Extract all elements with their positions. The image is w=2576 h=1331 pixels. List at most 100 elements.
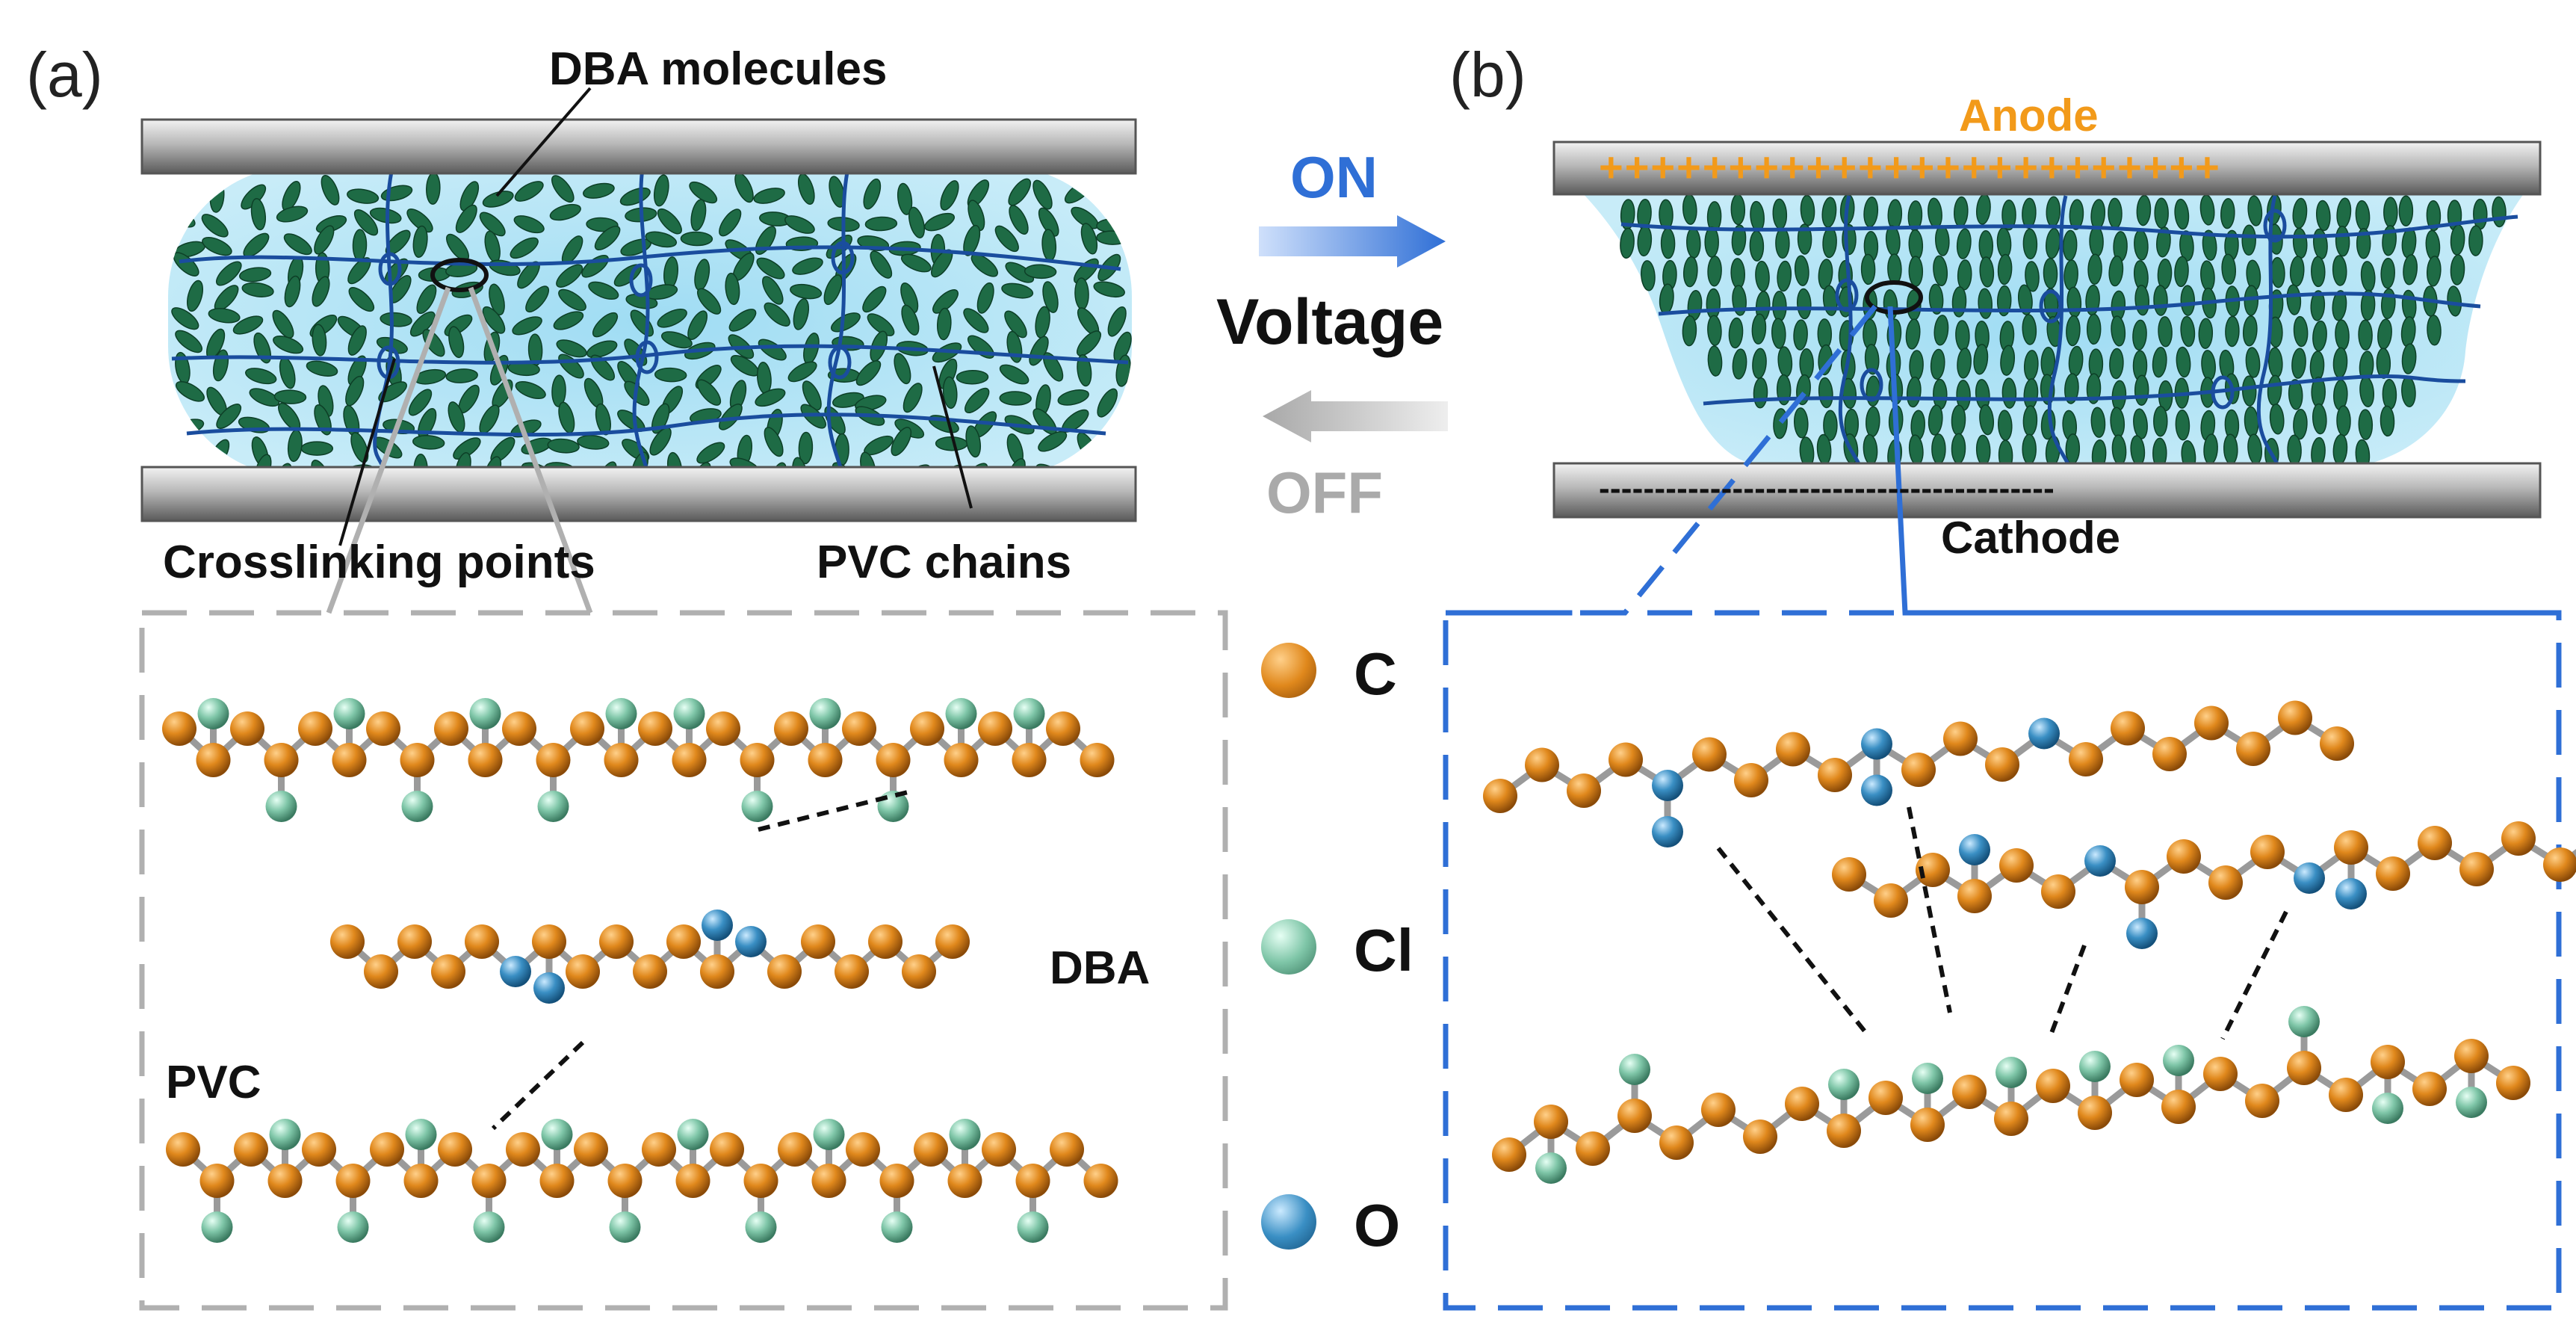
- dba-molecule: [515, 380, 546, 400]
- dba-molecule: [864, 216, 898, 232]
- dba-molecule: [687, 310, 708, 340]
- chlorine-atom: [265, 791, 297, 822]
- chlorine-atom: [877, 791, 909, 822]
- dba-molecule: [2069, 199, 2084, 230]
- dba-molecule: [1682, 256, 1698, 288]
- dba-molecule: [862, 285, 887, 313]
- off-label: OFF: [1266, 460, 1383, 525]
- dba-molecule: [1038, 207, 1059, 237]
- highlight-ring: [1865, 280, 1923, 315]
- dba-molecule: [2468, 225, 2483, 256]
- carbon-atom: [431, 954, 465, 989]
- dba-molecule: [1775, 227, 1790, 259]
- dba-molecule: [553, 311, 584, 330]
- crosslink-point: [2211, 375, 2235, 410]
- dba-molecule: [1931, 433, 1946, 465]
- dba-molecule: [2382, 379, 2397, 410]
- dba-molecule: [1797, 288, 1812, 320]
- carbon-atom: [778, 1132, 812, 1167]
- carbon-atom: [539, 1164, 575, 1198]
- dba-molecule: [276, 206, 309, 223]
- dba-molecule: [689, 181, 718, 204]
- dba-molecule: [2220, 197, 2235, 229]
- dba-molecule: [2286, 284, 2302, 315]
- dba-molecule: [510, 237, 539, 259]
- carbon-atom: [944, 743, 979, 777]
- dba-molecule: [412, 434, 445, 450]
- dba-molecule: [2022, 433, 2037, 465]
- dba-molecule: [651, 403, 670, 434]
- dba-molecule: [2108, 255, 2124, 287]
- dba-molecule: [1818, 377, 1833, 409]
- carbon-atom: [2278, 700, 2312, 735]
- dba-molecule: [448, 326, 465, 359]
- dba-molecule: [2288, 379, 2303, 410]
- chlorine-atom: [337, 1211, 369, 1243]
- dba-molecule: [2022, 197, 2037, 229]
- oxygen-atom: [1652, 816, 1683, 847]
- panel-a-bottom-plate: [140, 466, 1137, 522]
- carbon-atom: [162, 711, 196, 746]
- chlorine-atom: [541, 1119, 573, 1150]
- dba-molecule: [2310, 290, 2326, 321]
- dba-molecule: [2136, 194, 2152, 226]
- crosslink-point: [378, 252, 402, 286]
- dba-molecule: [594, 225, 621, 251]
- dba-molecule: [1024, 264, 1057, 280]
- dba-molecule: [216, 261, 242, 286]
- dba-molecule: [1707, 315, 1722, 346]
- dba-molecule: [249, 388, 280, 407]
- chlorine-atom: [2163, 1045, 2194, 1076]
- carbon-atom: [811, 1164, 846, 1198]
- carbon-atom: [403, 1164, 439, 1198]
- carbon-atom: [2194, 705, 2229, 741]
- detail-b-molecules: [1483, 700, 2576, 1184]
- dba-molecule: [967, 200, 985, 232]
- carbon-atom: [700, 954, 734, 989]
- dba-molecule: [2336, 405, 2351, 436]
- carbon-atom: [1659, 1125, 1694, 1160]
- dba-molecule: [549, 203, 581, 221]
- dba-molecule: [719, 209, 742, 237]
- dba-molecule: [551, 175, 575, 203]
- carbon-atom: [566, 954, 600, 989]
- chlorine-atom: [809, 698, 841, 729]
- dba-molecule: [649, 427, 672, 456]
- dba-molecule: [894, 353, 911, 385]
- off-arrow: [1263, 390, 1448, 442]
- carbon-atom: [1910, 1108, 1945, 1142]
- dba-molecule: [1096, 230, 1129, 245]
- dba-molecule: [900, 282, 919, 314]
- carbon-atom: [536, 743, 571, 777]
- dba-molecule: [1057, 389, 1089, 406]
- carbon-atom: [2250, 835, 2285, 869]
- carbon-atom: [2412, 1072, 2447, 1106]
- dba-molecule: [2180, 315, 2196, 348]
- detail-b-frame: [1443, 610, 2562, 1311]
- dba-molecule: [1076, 330, 1102, 356]
- chlorine-atom: [1912, 1063, 1943, 1094]
- dba-molecule: [2174, 198, 2190, 230]
- dba-molecule: [1928, 283, 1944, 315]
- dba-molecule: [787, 361, 817, 383]
- dba-molecule: [272, 309, 294, 339]
- carbon-atom: [196, 743, 231, 777]
- chlorine-atom: [1828, 1069, 1860, 1100]
- dba-molecule: [412, 225, 428, 259]
- dba-molecule: [1793, 319, 1808, 350]
- dba-molecule: [352, 229, 368, 262]
- dba-molecule: [2132, 319, 2147, 351]
- dba-molecule: [1800, 194, 1815, 226]
- dba-molecule: [168, 208, 196, 228]
- dba-molecule: [963, 308, 989, 333]
- chlorine-atom-icon: [1261, 919, 1316, 975]
- carbon-atom: [1609, 742, 1643, 777]
- carbon-atom: [1985, 747, 2019, 782]
- legend-label-cl: Cl: [1354, 917, 1414, 983]
- carbon-atom: [2203, 1057, 2238, 1091]
- dba-molecule: [1751, 313, 1767, 345]
- dba-molecule: [2152, 347, 2167, 378]
- carbon-atom: [599, 924, 634, 959]
- dba-molecule: [588, 281, 619, 300]
